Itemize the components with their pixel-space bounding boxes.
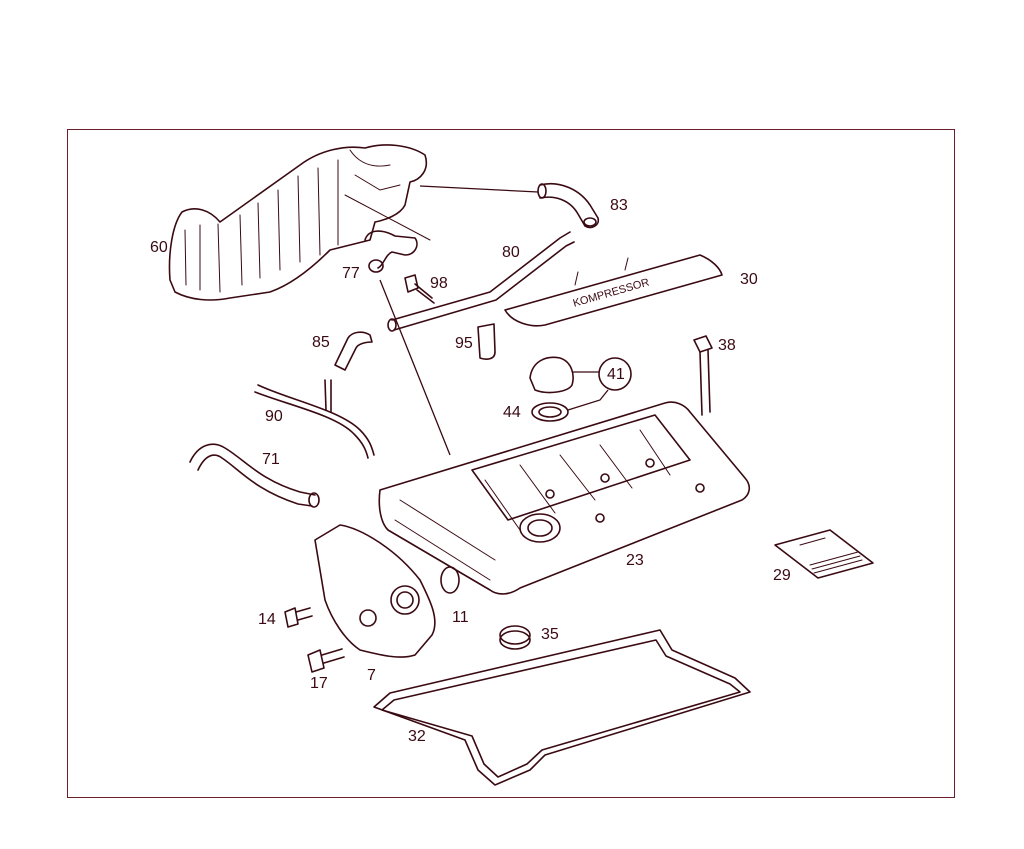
diagram-frame (67, 129, 955, 798)
part-95-clip (477, 323, 496, 360)
part-7-timing-cover (314, 524, 436, 658)
label-90: 90 (265, 408, 283, 425)
part-77-connector (364, 230, 418, 273)
part-35-seal (499, 625, 531, 650)
part-80-pipe (387, 231, 575, 332)
label-98: 98 (430, 275, 448, 292)
part-14-bolt (284, 607, 313, 628)
label-83: 83 (610, 197, 628, 214)
label-44: 44 (503, 404, 521, 421)
part-85-elbow (334, 331, 373, 371)
label-35: 35 (541, 626, 559, 643)
part-30-cover-plate: KOMPRESSOR (504, 254, 723, 327)
cover-text: KOMPRESSOR (572, 276, 651, 309)
label-11: 11 (452, 609, 469, 626)
part-60-housing (168, 144, 431, 301)
label-95: 95 (455, 335, 473, 352)
part-83-hose (537, 183, 600, 229)
part-44-seal (531, 402, 569, 422)
label-41: 41 (607, 366, 625, 383)
part-71-hose (189, 443, 320, 508)
label-77: 77 (342, 265, 360, 282)
part-90-tube (254, 379, 375, 459)
part-29-label (774, 529, 874, 579)
part-11-oring (440, 566, 460, 594)
label-85: 85 (312, 334, 330, 351)
part-32-gasket (373, 629, 751, 786)
part-23-head-cover (378, 401, 751, 595)
label-29: 29 (773, 567, 791, 584)
label-38: 38 (718, 337, 736, 354)
part-17-bolt (307, 648, 345, 673)
part-38-bolt (693, 335, 713, 416)
label-14: 14 (258, 611, 276, 628)
label-30: 30 (740, 271, 758, 288)
label-17: 17 (310, 675, 328, 692)
part-98-bolt (404, 274, 435, 304)
label-23: 23 (626, 552, 644, 569)
label-60: 60 (150, 239, 168, 256)
label-32: 32 (408, 728, 426, 745)
label-7: 7 (367, 667, 376, 684)
part-41-cap (529, 356, 632, 394)
label-80: 80 (502, 244, 520, 261)
label-71: 71 (262, 451, 280, 468)
